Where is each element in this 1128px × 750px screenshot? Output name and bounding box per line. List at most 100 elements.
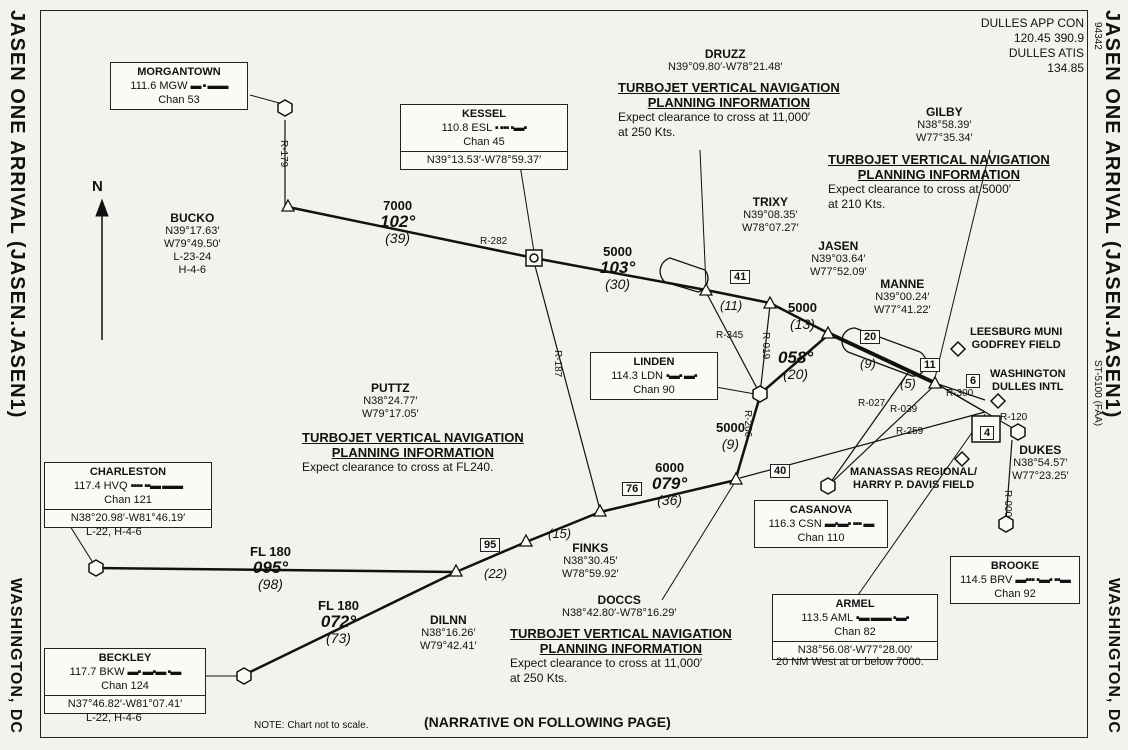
segment-trixy-jasen-alt: 5000: [788, 300, 817, 315]
linden-radial-345: [705, 291, 761, 395]
atis-label: DULLES ATIS: [1008, 46, 1084, 60]
tvnp-gilby-text-2: at 210 Kts.: [828, 197, 886, 211]
tvnp-druzz: TURBOJET VERTICAL NAVIGATION PLANNING IN…: [618, 80, 840, 140]
mea-box-40: 40: [770, 464, 791, 478]
dilnn-fix: [448, 563, 464, 577]
morgantown-leader: [249, 94, 284, 105]
trixy-fix: [762, 295, 778, 309]
dulles-radial-300: [934, 382, 986, 401]
route-kessel-trixy: [533, 256, 707, 292]
route-bkw-dilnn: [243, 570, 457, 677]
radial-300: R-300: [946, 388, 974, 399]
druzz-label: DRUZZ N39°09.80′-W78°21.48′: [668, 48, 782, 74]
kessel-leader: [519, 164, 535, 253]
linden-box: LINDEN 114.3 LDN ▪▬▪ ▬▪ Chan 90: [590, 352, 718, 400]
route-dilnn-puttz: [455, 540, 527, 574]
holding-pattern-jasen: [841, 327, 927, 377]
frequency-block: DULLES APP CON 120.45 390.9 DULLES ATIS …: [960, 16, 1084, 76]
segment-finks-doccs: 6000 079° (36): [652, 460, 687, 508]
segment-trixy-jasen-dist: (13): [790, 316, 815, 332]
jasen-name: JASEN: [818, 239, 859, 253]
gilby-lat: N38°58.39′: [917, 119, 972, 131]
segment-finks-doccs-course: 079°: [652, 474, 688, 493]
doccs-leader: [661, 481, 736, 601]
armel-box: ARMEL 113.5 AML ▪▬ ▬▬ ▪▬▪ Chan 82 N38°56…: [772, 594, 938, 660]
segment-linden-jasen: 058° (20): [778, 348, 814, 382]
doc-number: 94342: [1092, 22, 1103, 50]
brooke-name: BROOKE: [990, 560, 1040, 572]
dilnn-lon: W79°42.41′: [420, 640, 477, 652]
puttz-lat: N38°24.77′: [363, 395, 418, 407]
segment-bkw-dilnn-dist: (73): [326, 630, 351, 646]
dulles-north-airport: [989, 392, 1007, 410]
tvnp-puttz-text-1: Expect clearance to cross at FL240.: [302, 460, 494, 474]
casanova-freq: 116.3 CSN: [768, 518, 822, 530]
dukes-lon: W77°23.25′: [1012, 470, 1069, 482]
armel-chan: Chan 82: [834, 626, 876, 638]
casanova-chan: Chan 110: [797, 532, 845, 544]
brooke-box: BROOKE 114.5 BRV ▬▪▪▪ ▪▬▪ ▪▪▬ Chan 92: [950, 556, 1080, 604]
druzz-coord: N39°09.80′-W78°21.48′: [668, 61, 783, 73]
armel-leader: [857, 413, 986, 596]
manne-lon: W77°41.22′: [874, 304, 931, 316]
armel-coord: N38°56.08′-W77°28.00′: [773, 641, 937, 657]
location-right: WASHINGTON, DC: [1105, 578, 1122, 734]
tvnp-doccs-text-1: Expect clearance to cross at 11,000′: [510, 656, 703, 670]
mea-box-4: 4: [980, 426, 995, 440]
segment-trixy-jasen: 5000 (13): [788, 300, 817, 332]
puttz-name: PUTTZ: [370, 381, 410, 395]
armel-name: ARMEL: [835, 598, 875, 610]
tvnp-druzz-heading-2: PLANNING INFORMATION: [647, 95, 810, 110]
segment-linden-jasen-course: 058°: [778, 348, 814, 367]
tvnp-puttz: TURBOJET VERTICAL NAVIGATION PLANNING IN…: [302, 430, 524, 475]
segment-bucko-kessel: 7000 102° (39): [380, 198, 415, 246]
charleston-leader: [69, 525, 96, 567]
radial-187: R-187: [552, 350, 563, 378]
route-doccs-linden: [734, 395, 762, 479]
kessel-coord: N39°13.53′-W78°59.37′: [401, 151, 567, 167]
trixy-name: TRIXY: [752, 195, 788, 209]
beckley-vortac: [236, 667, 252, 685]
radial-039: R-039: [890, 404, 918, 415]
leesburg-airport: [949, 340, 967, 358]
linden-vortac: [752, 385, 768, 403]
radial-345: R-345: [716, 330, 744, 341]
title-left: JASEN ONE ARRIVAL (JASEN.JASEN1): [6, 10, 28, 419]
mea-box-76: 76: [622, 482, 643, 496]
dilnn-name: DILNN: [429, 613, 467, 627]
dulles-label: WASHINGTON DULLES INTL: [990, 368, 1066, 394]
radial-179: R-179: [278, 140, 289, 168]
kessel-chan: Chan 45: [463, 136, 505, 148]
manne-label: MANNE N39°00.24′ W77°41.22′: [874, 278, 931, 317]
tvnp-doccs-text-2: at 250 Kts.: [510, 671, 568, 685]
brooke-vortac: [998, 515, 1014, 533]
route-bucko-kessel: [287, 205, 535, 260]
segment-bkw-dilnn-alt: FL 180: [318, 598, 359, 613]
druzz-leader: [699, 149, 707, 287]
chart-frame: [40, 10, 1088, 738]
tvnp-doccs-heading-1: TURBOJET VERTICAL NAVIGATION: [510, 626, 732, 641]
beckley-extra: L-22, H-4-6: [86, 712, 142, 724]
segment-bucko-kessel-alt: 7000: [383, 198, 413, 213]
tvnp-doccs: TURBOJET VERTICAL NAVIGATION PLANNING IN…: [510, 626, 732, 686]
segment-finks-doccs-alt: 6000: [655, 460, 685, 475]
casanova-radial-027: [827, 369, 911, 487]
kessel-radial-187: [533, 261, 601, 511]
radial-019: R-019: [760, 332, 771, 360]
bucko-lon: W79°49.50′: [164, 238, 221, 250]
linden-name: LINDEN: [633, 356, 675, 368]
location-left: WASHINGTON, DC: [7, 578, 24, 734]
scale-note: NOTE: Chart not to scale.: [254, 720, 369, 731]
tvnp-puttz-heading-2: PLANNING INFORMATION: [331, 445, 494, 460]
doccs-label: DOCCS N38°42.80′-W78°16.29′: [562, 594, 676, 620]
holding-pattern-trixy: [659, 257, 709, 293]
route-finks-doccs: [599, 478, 737, 514]
charleston-extra: L-22, H-4-6: [86, 526, 142, 538]
jasen-lat: N39°03.64′: [811, 253, 866, 265]
manne-lat: N39°00.24′: [875, 291, 930, 303]
finks-lon: W78°59.92′: [562, 568, 619, 580]
segment-doccs-linden: 5000 (9): [716, 420, 745, 452]
segment-hvq-dilnn-dist: (98): [258, 576, 283, 592]
segment-finks-doccs-dist: (36): [657, 492, 683, 508]
route-trixy-jasen: [769, 301, 829, 335]
